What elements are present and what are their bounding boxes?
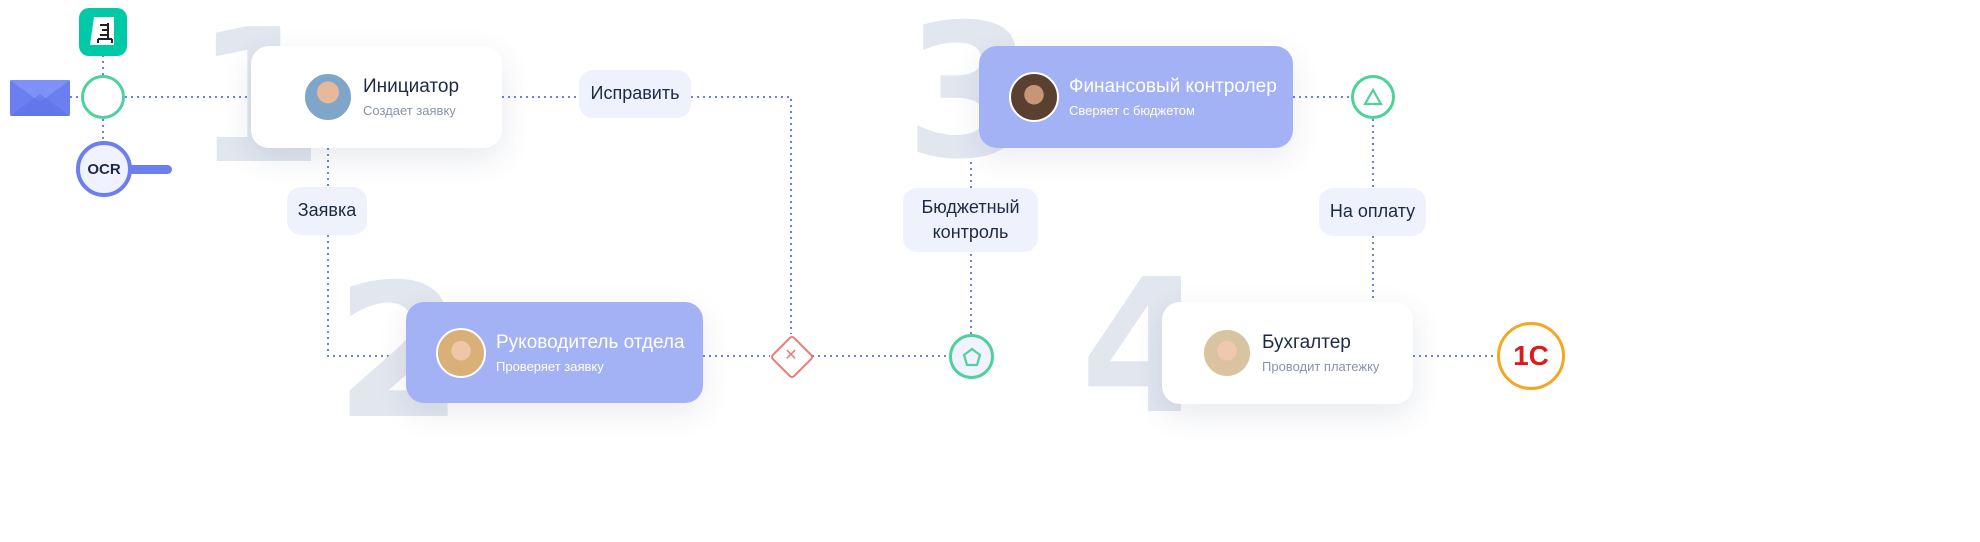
- step-subtitle: Сверяет с бюджетом: [1069, 103, 1195, 118]
- step-subtitle: Проводит платежку: [1262, 359, 1380, 374]
- pentagon-node: [949, 334, 994, 379]
- label-request: Заявка: [287, 187, 367, 235]
- step-title: Бухгалтер: [1262, 332, 1351, 353]
- ocr-magnifier-icon: OCR: [76, 141, 176, 199]
- avatar: [303, 72, 353, 122]
- mail-icon: [10, 80, 70, 121]
- label-budget-control: Бюджетный контроль: [903, 188, 1038, 252]
- close-icon: ✕: [784, 347, 798, 364]
- triangle-node: [1351, 75, 1395, 119]
- label-fix: Исправить: [579, 70, 691, 118]
- triangle-icon: [1363, 87, 1383, 106]
- label-budget-line2: контроль: [932, 222, 1009, 242]
- avatar: [1009, 72, 1059, 122]
- document-icon: [79, 8, 127, 56]
- step-title: Руководитель отдела: [496, 331, 685, 353]
- step-title: Инициатор: [363, 76, 460, 97]
- ocr-label: OCR: [76, 141, 132, 197]
- avatar: [436, 327, 486, 378]
- pentagon-icon: [962, 347, 981, 366]
- step-subtitle: Проверяет заявку: [496, 358, 604, 374]
- step-subtitle: Создает заявку: [363, 103, 456, 118]
- label-payment: На оплату: [1319, 188, 1426, 236]
- label-budget-line1: Бюджетный: [921, 196, 1020, 217]
- step-title: Финансовый контролер: [1069, 76, 1277, 97]
- onec-label: 1С: [1513, 340, 1549, 371]
- onec-logo: 1С: [1497, 322, 1565, 390]
- avatar: [1202, 328, 1252, 378]
- start-event-circle: [81, 75, 125, 119]
